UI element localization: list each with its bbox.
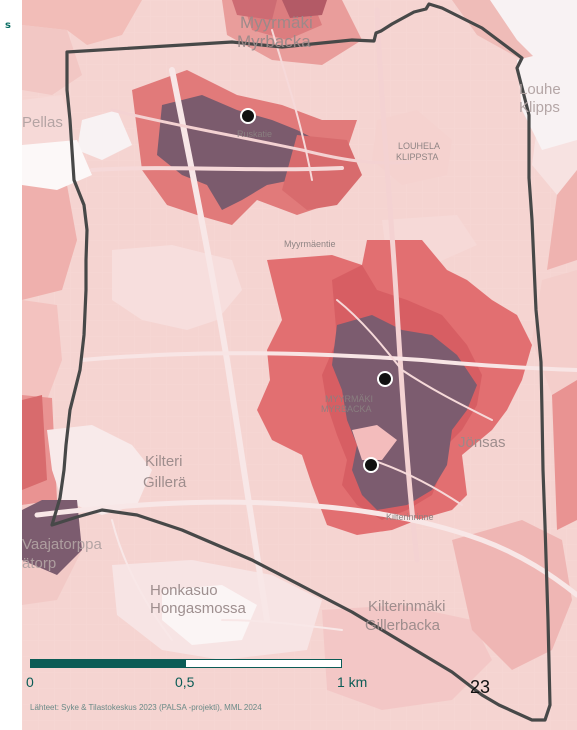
place-label: LOUHELA — [398, 141, 441, 151]
source-text: Lähteet: Syke & Tilastokeskus 2023 (PALS… — [30, 703, 262, 712]
left-margin-text: s — [5, 20, 11, 31]
left-margin: s — [0, 0, 22, 730]
place-label: ätorp — [22, 555, 57, 572]
area-boundary — [50, 2, 552, 722]
street-label: Myyrmäentie — [284, 239, 336, 249]
road-network — [34, 7, 577, 641]
place-label: Louhe — [519, 81, 561, 98]
page-number: 23 — [470, 677, 491, 697]
place-label: Myyrmäki — [240, 13, 313, 32]
point-of-interest-marker[interactable] — [377, 371, 393, 387]
place-label: Pellas — [22, 114, 63, 131]
place-label: Kilterinmäki — [368, 598, 446, 615]
place-label: Hongasmossa — [150, 600, 246, 617]
place-label: Gillerä — [143, 474, 187, 491]
street-label: Kilterinrinne — [386, 512, 434, 522]
point-of-interest-marker[interactable] — [240, 108, 256, 124]
scale-label-one: 1 km — [337, 674, 368, 690]
place-label: Myrbacka — [237, 32, 311, 51]
place-label: Kilteri — [145, 453, 183, 470]
point-of-interest-marker[interactable] — [363, 457, 379, 473]
scale-bar-fill — [31, 660, 186, 667]
place-label: Gillerbacka — [365, 617, 441, 634]
street-label: Ruskatie — [237, 129, 273, 139]
place-label: Honkasuo — [150, 582, 218, 599]
place-label: KLIPPSTA — [396, 152, 439, 162]
place-label: Klipps — [519, 99, 560, 116]
map-canvas[interactable] — [22, 0, 577, 730]
place-label: MYYRMÄKI — [325, 394, 374, 404]
scale-label-zero: 0 — [26, 674, 34, 690]
density-layer — [22, 0, 577, 710]
place-label: MYRBACKA — [321, 404, 372, 414]
map-frame: Myyrmäki Myrbacka Louhe Klipps Pellas LO… — [22, 0, 577, 730]
place-label: Vaajatorppa — [22, 536, 102, 553]
scale-bar — [30, 659, 342, 668]
place-label: Jönsas — [458, 434, 506, 451]
scale-label-half: 0,5 — [175, 674, 195, 690]
